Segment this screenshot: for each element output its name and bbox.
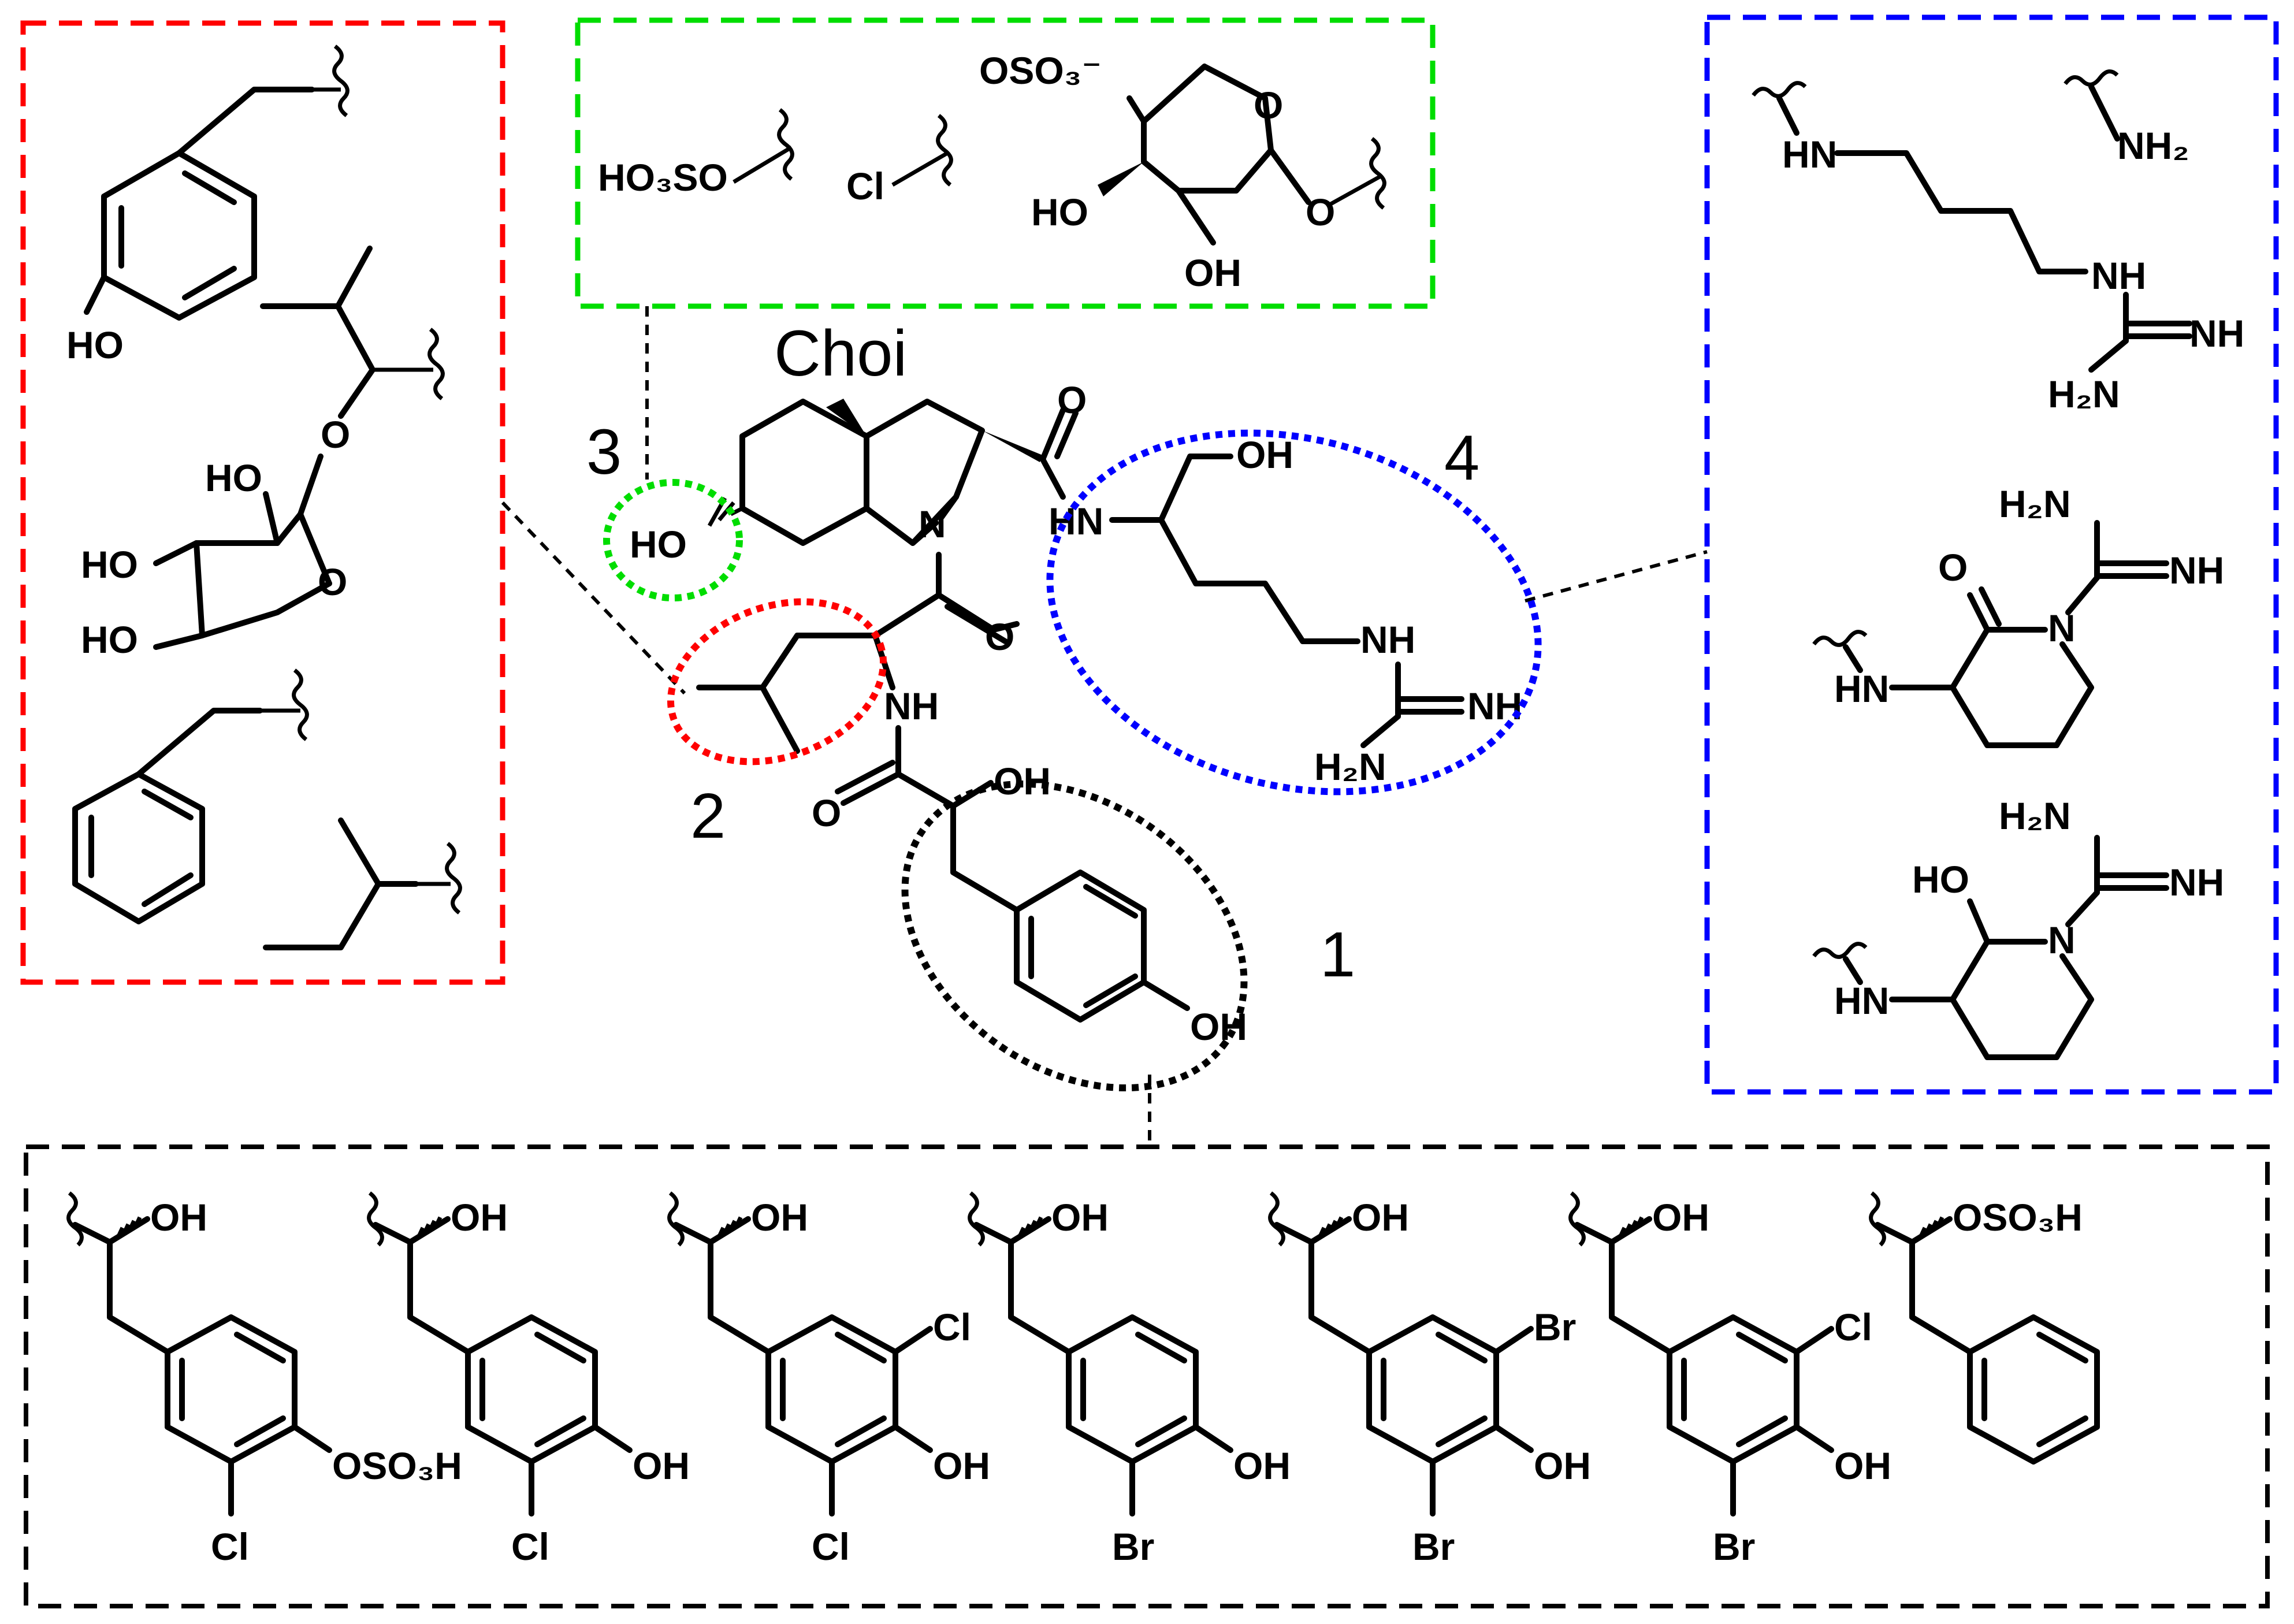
oh-argol-label: OH bbox=[1236, 433, 1293, 476]
region-1-variant: OH Br OH Cl bbox=[1568, 1191, 1891, 1568]
o-top-label: O bbox=[1057, 378, 1087, 421]
choi-name: Choi bbox=[774, 317, 907, 389]
r4-nh-imine-3-label: NH bbox=[2169, 861, 2224, 904]
nh-guan-label: NH bbox=[1360, 618, 1415, 661]
r4-h2n-label: H₂N bbox=[2048, 373, 2120, 415]
ho-choi-label: HO bbox=[630, 523, 687, 566]
region-2-structures: HO O HO HO HO O bbox=[66, 44, 462, 950]
region-1-structures: OHClOSO₃HOHClOHOHClOHClOHBrOHOHBrOHBrOHB… bbox=[66, 1191, 2100, 1568]
r4-nh2-label: NH₂ bbox=[2117, 124, 2189, 167]
region-1-box bbox=[24, 1144, 2270, 1608]
r4-o-label: O bbox=[1938, 546, 1968, 589]
variant-sub3-label: Cl bbox=[1834, 1306, 1872, 1348]
r4-hn-label: HN bbox=[1782, 133, 1837, 176]
r4-hn-2-label: HN bbox=[1834, 667, 1889, 710]
o-mid-label: O bbox=[985, 615, 1014, 658]
region-1-variant: OH Cl OH bbox=[367, 1191, 690, 1568]
r4-nh-imine-label: NH bbox=[2189, 312, 2244, 355]
variant-sub1-label: Cl bbox=[511, 1525, 549, 1568]
variant-oh-label: OH bbox=[751, 1196, 808, 1239]
variant-sub1-label: Br bbox=[1412, 1525, 1455, 1568]
variant-oh-label: OH bbox=[1051, 1196, 1109, 1239]
variant-sub1-label: Cl bbox=[812, 1525, 850, 1568]
variant-sub1-label: Br bbox=[1713, 1525, 1755, 1568]
connector-region-2 bbox=[501, 501, 686, 695]
variant-sub1-label: Br bbox=[1112, 1525, 1154, 1568]
cl-sub-label: Cl bbox=[846, 165, 884, 207]
sugar-ho-label: HO bbox=[1031, 191, 1088, 233]
region-4-ellipse bbox=[1046, 429, 1542, 796]
sugar-ring-o-label: O bbox=[1254, 84, 1283, 127]
variant-sub2-label: OH bbox=[1534, 1444, 1591, 1487]
sugar-ho3-label: HO bbox=[81, 618, 138, 661]
o-low-label: O bbox=[812, 791, 841, 834]
region-4-structures: HN NH NH H₂N NH₂ H₂N NH O N HN H₂N NH bbox=[1752, 69, 2244, 1060]
r4-h2n-3-label: H₂N bbox=[1999, 794, 2071, 837]
region-number-1: 1 bbox=[1320, 919, 1355, 990]
variant-sub3-label: Cl bbox=[933, 1306, 971, 1348]
variant-oh-label: OH bbox=[150, 1196, 207, 1239]
glyco-o-label: O bbox=[321, 413, 350, 456]
region-number-4: 4 bbox=[1444, 422, 1479, 493]
choi-core bbox=[707, 399, 1043, 546]
r4-nh-imine-2-label: NH bbox=[2169, 549, 2224, 592]
region-3-ellipse bbox=[603, 479, 743, 601]
tyr-ho-label: HO bbox=[66, 324, 124, 366]
variant-sub2-label: OH bbox=[1834, 1444, 1891, 1487]
region-1-variant: OSO₃H bbox=[1869, 1191, 2100, 1465]
r4-h2n-2-label: H₂N bbox=[1999, 482, 2071, 525]
region-1-ellipse bbox=[901, 780, 1248, 1092]
region-1-variant: OH Cl OSO₃H bbox=[66, 1191, 462, 1568]
variant-sub2-label: OH bbox=[633, 1444, 690, 1487]
nh-guan-imine-label: NH bbox=[1467, 685, 1522, 727]
variant-oh-label: OH bbox=[1352, 1196, 1409, 1239]
n-ring-label: N bbox=[919, 503, 946, 545]
variant-oh-label: OSO₃H bbox=[1953, 1196, 2083, 1239]
sulfate-sub-label: HO₃SO bbox=[598, 156, 728, 199]
region-3-structures: HO₃SO Cl OSO₃⁻ O HO OH O bbox=[598, 49, 1386, 294]
region-number-2: 2 bbox=[690, 781, 726, 852]
variant-sub2-label: OSO₃H bbox=[332, 1444, 462, 1487]
sugar-ho2-label: HO bbox=[81, 543, 138, 586]
variant-oh-label: OH bbox=[451, 1196, 508, 1239]
connector-region-4 bbox=[1525, 550, 1708, 603]
r4-nh-label: NH bbox=[2091, 254, 2146, 297]
oso3-label: OSO₃⁻ bbox=[979, 49, 1102, 92]
region-2-box bbox=[20, 20, 505, 985]
sugar-oh-label: OH bbox=[1184, 251, 1241, 294]
region-number-3: 3 bbox=[586, 417, 622, 488]
sugar-glyco-o-label: O bbox=[1306, 191, 1335, 233]
sugar-ring-o-label-2: O bbox=[318, 560, 347, 603]
h2n-guan-label: H₂N bbox=[1314, 745, 1386, 788]
variant-sub3-label: Br bbox=[1534, 1306, 1576, 1348]
variant-sub2-label: OH bbox=[1233, 1444, 1291, 1487]
variant-oh-label: OH bbox=[1652, 1196, 1709, 1239]
nh-amide-label: NH bbox=[884, 685, 939, 727]
region-1-variant: OH Br OH bbox=[968, 1191, 1291, 1568]
variant-sub1-label: Cl bbox=[211, 1525, 249, 1568]
sugar-ho1-label: HO bbox=[205, 456, 262, 499]
r4-ho-label: HO bbox=[1912, 858, 1969, 901]
r4-hn-3-label: HN bbox=[1834, 979, 1889, 1022]
variant-sub2-label: OH bbox=[933, 1444, 990, 1487]
region-2-ellipse bbox=[667, 598, 887, 765]
